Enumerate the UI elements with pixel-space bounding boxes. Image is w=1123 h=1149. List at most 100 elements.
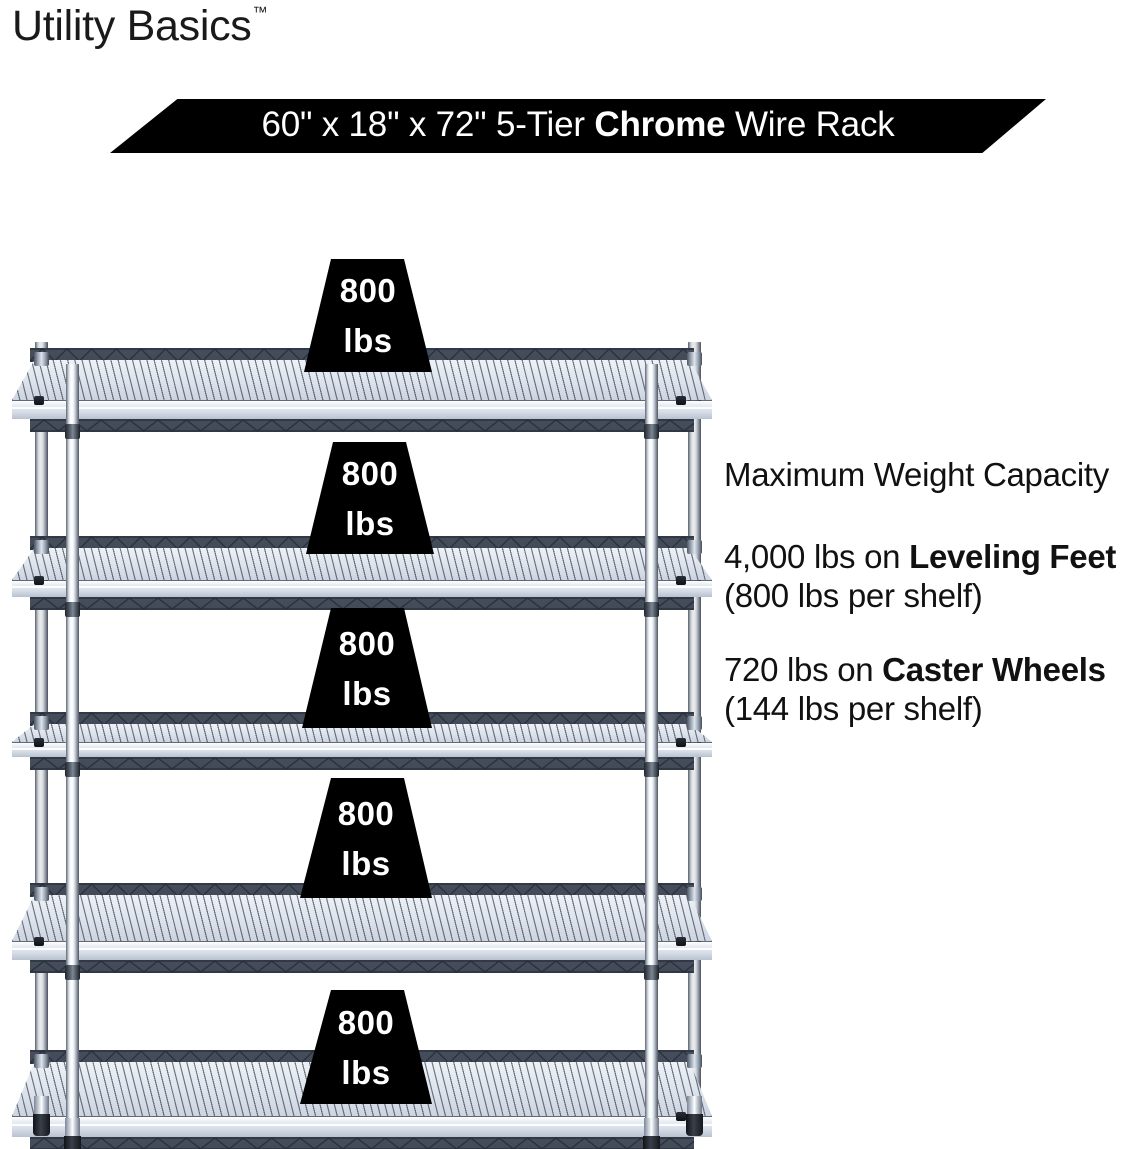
shelf-corner-clip	[676, 937, 686, 946]
shelf-wire-rail	[12, 742, 712, 744]
rack-post	[645, 364, 658, 1124]
badge-weight-value: 800	[337, 1003, 395, 1041]
capacity-heading-line2: Capacity	[982, 456, 1109, 493]
shelf-truss-zigzag	[30, 960, 694, 973]
post-collar	[687, 1054, 702, 1068]
foot-stem	[34, 1096, 49, 1116]
product-title-banner: 60" x 18" x 72" 5-Tier Chrome Wire Rack	[110, 99, 1046, 153]
shelf-wire-rail	[12, 580, 712, 582]
caster-mount: Caster Wheels	[882, 650, 1106, 688]
brand-name: Utility Basics	[12, 2, 252, 50]
leveling-foot	[643, 1118, 660, 1149]
shelf-corner-clip	[34, 738, 44, 747]
badge-weight-unit: lbs	[343, 322, 393, 359]
badge-weight-unit: lbs	[345, 504, 395, 542]
post-collar	[65, 762, 80, 777]
shelf-front-rail	[12, 1117, 712, 1137]
badge-weight-unit: lbs	[342, 674, 392, 712]
shelf-corner-clip	[34, 576, 44, 585]
rack-post	[66, 364, 79, 1124]
shelf-front-rail	[12, 743, 712, 757]
badge-weight-unit: lbs	[341, 844, 391, 882]
caster-total: 720 lbs	[724, 650, 829, 688]
foot-rubber-tip	[64, 1136, 81, 1149]
capacity-heading-line1: Maximum Weight	[724, 456, 975, 493]
leveling-on: on	[864, 537, 901, 575]
shelf-front-truss	[30, 960, 694, 973]
post-collar	[65, 965, 80, 980]
shelf-truss-zigzag	[30, 419, 694, 432]
leveling-foot	[33, 1096, 50, 1138]
post-collar	[34, 352, 49, 366]
badge-weight-value: 800	[339, 272, 397, 309]
post-collar	[34, 887, 49, 901]
leveling-foot	[64, 1118, 81, 1149]
shelf-corner-clip	[676, 576, 686, 585]
post-collar	[34, 540, 49, 554]
post-collar	[644, 602, 659, 617]
post-collar	[644, 424, 659, 439]
post-collar	[687, 716, 702, 730]
post-collar	[34, 1054, 49, 1068]
shelf-rail-highlight	[12, 948, 712, 951]
post-collar	[687, 540, 702, 554]
shelf-front-rail	[12, 942, 712, 960]
badge-weight-value: 800	[341, 454, 399, 492]
badge-weight-value: 800	[338, 624, 396, 662]
shelf-capacity-badge: 800 lbs	[304, 259, 432, 372]
capacity-copy-block: Maximum Weight Capacity 4,000 lbs on Lev…	[724, 455, 1123, 729]
foot-rubber-tip	[643, 1136, 660, 1149]
badge-weight-value: 800	[337, 794, 395, 832]
post-collar	[644, 965, 659, 980]
foot-stem	[65, 1118, 80, 1138]
caster-wheels-capacity: 720 lbs on Caster Wheels (144 lbs per sh…	[724, 650, 1123, 729]
banner-tier: 5-Tier	[495, 105, 585, 144]
shelf-rail-highlight	[12, 1123, 712, 1126]
shelf-front-rail	[12, 401, 712, 419]
post-collar	[65, 602, 80, 617]
leveling-total: 4,000 lbs	[724, 537, 856, 575]
leveling-foot	[686, 1096, 703, 1138]
foot-stem	[687, 1096, 702, 1116]
capacity-heading: Maximum Weight Capacity	[724, 455, 1123, 495]
shelf-front-truss	[30, 419, 694, 432]
shelf-front-rail	[12, 581, 712, 597]
shelf-rail-highlight	[12, 586, 712, 589]
post-collar	[687, 352, 702, 366]
caster-on: on	[837, 650, 874, 688]
foot-stem	[644, 1118, 659, 1138]
product-title-text: 60" x 18" x 72" 5-Tier Chrome Wire Rack	[110, 99, 1046, 153]
shelf-front-truss	[30, 757, 694, 770]
shelf-mesh-surface	[12, 724, 712, 742]
leveling-feet-capacity: 4,000 lbs on Leveling Feet (800 lbs per …	[724, 537, 1123, 616]
banner-material: Chrome	[594, 105, 726, 144]
post-collar	[687, 887, 702, 901]
shelf-wire-rail	[12, 1116, 712, 1118]
shelf-corner-clip	[676, 1112, 686, 1121]
trademark-symbol: ™	[252, 3, 268, 21]
foot-rubber-tip	[686, 1114, 703, 1136]
shelf-truss-zigzag	[30, 1137, 694, 1149]
shelf-rail-highlight	[12, 407, 712, 410]
badge-weight-unit: lbs	[341, 1053, 391, 1091]
caster-detail: (144 lbs per shelf)	[724, 690, 983, 728]
shelf-corner-clip	[34, 937, 44, 946]
shelf-corner-clip	[676, 738, 686, 747]
banner-product: Wire Rack	[734, 105, 895, 144]
shelf-corner-clip	[34, 396, 44, 405]
shelf-rail-highlight	[12, 747, 712, 750]
brand-logo: Utility Basics™	[12, 2, 268, 50]
post-collar	[65, 424, 80, 439]
banner-dimensions: 60" x 18" x 72"	[261, 105, 487, 144]
rack-shelf	[12, 883, 712, 973]
foot-rubber-tip	[33, 1114, 50, 1136]
post-collar	[644, 762, 659, 777]
shelf-wire-rail	[12, 400, 712, 402]
shelf-mesh-surface	[12, 895, 712, 941]
shelf-front-truss	[30, 1137, 694, 1149]
leveling-mount: Leveling Feet	[909, 537, 1117, 575]
leveling-detail: (800 lbs per shelf)	[724, 577, 983, 615]
shelf-corner-clip	[676, 396, 686, 405]
post-collar	[34, 716, 49, 730]
